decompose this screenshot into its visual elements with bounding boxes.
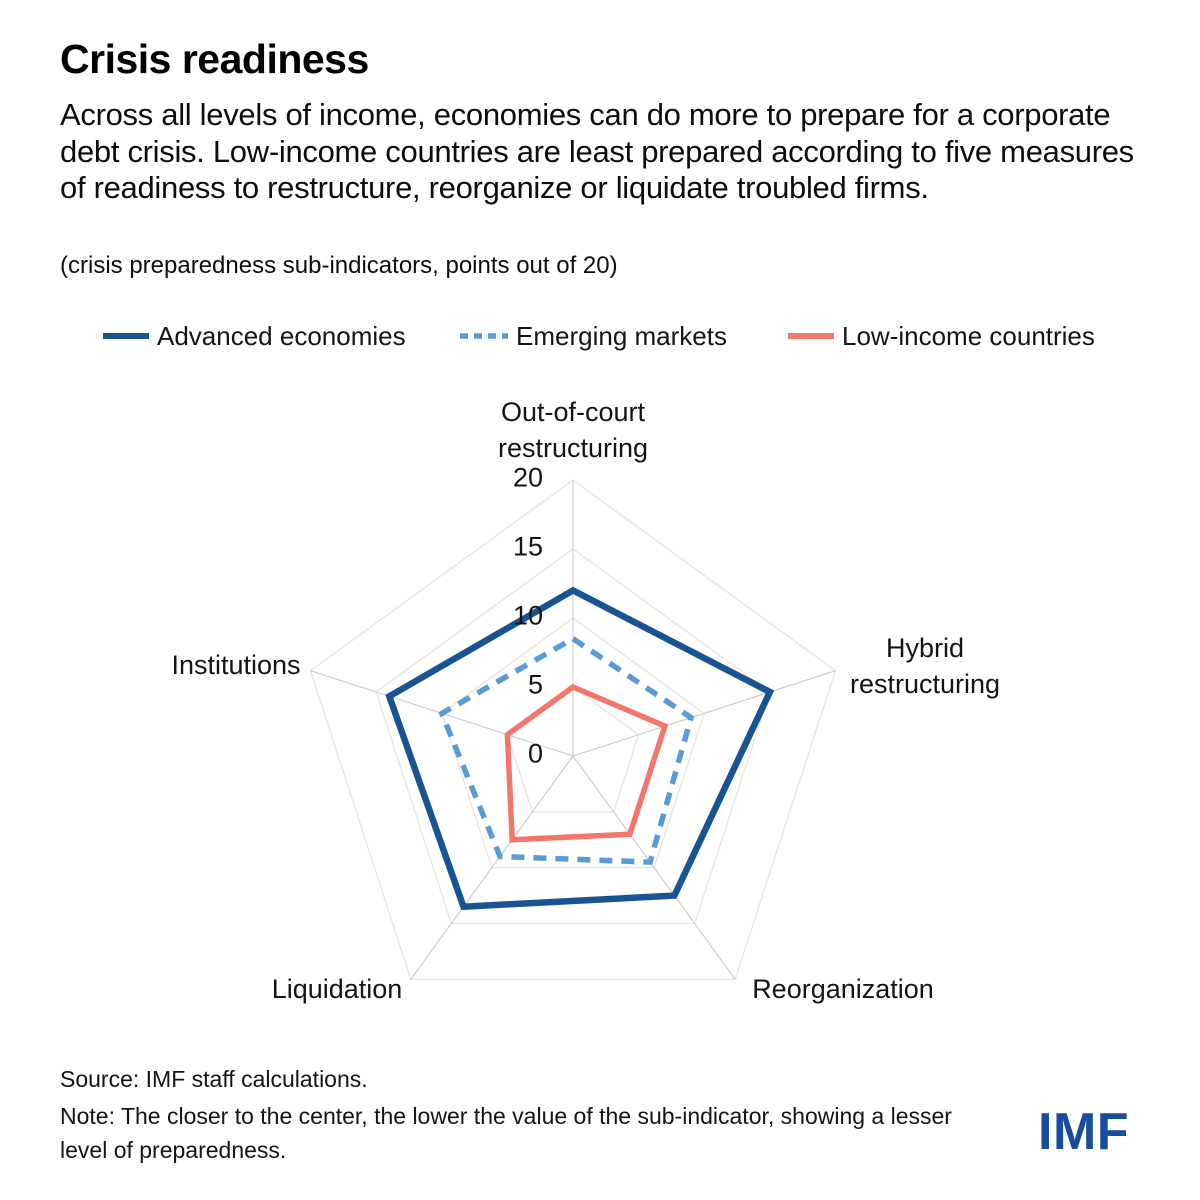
tick-label-5: 5 xyxy=(527,669,543,700)
legend-label: Emerging markets xyxy=(516,320,727,351)
legend-item-low-income-countries: Low-income countries xyxy=(788,318,1095,354)
grid-ring-15 xyxy=(375,548,771,925)
grid-ring-20 xyxy=(309,479,837,980)
legend-item-advanced-economies: Advanced economies xyxy=(103,318,406,354)
legend: Advanced economies Emerging markets Low-… xyxy=(0,318,1200,354)
axis-label-reorganization: Reorganization xyxy=(752,974,934,1005)
grid-spoke xyxy=(572,670,836,757)
series-polygon-low-income-countries xyxy=(504,683,669,843)
source-text: Source: IMF staff calculations. xyxy=(60,1066,368,1092)
grid-spoke xyxy=(572,755,736,980)
note-text: Note: The closer to the center, the lowe… xyxy=(60,1103,952,1163)
tick-label-10: 10 xyxy=(512,600,543,631)
axis-label-institutions: Institutions xyxy=(171,650,301,681)
grid-spokes xyxy=(310,480,836,980)
legend-line-dashed-lightblue-icon xyxy=(460,333,508,339)
chart-subtitle: Across all levels of income, economies c… xyxy=(60,97,1134,206)
grid-rings xyxy=(309,479,837,980)
series-polygon-emerging-markets xyxy=(438,635,695,865)
legend-label: Low-income countries xyxy=(842,320,1095,351)
series-polygon-advanced-economies xyxy=(385,586,775,911)
axis-label-liquidation: Liquidation xyxy=(271,974,403,1005)
grid-spoke xyxy=(410,755,574,980)
chart-units-caption: (crisis preparedness sub-indicators, poi… xyxy=(60,252,618,279)
tick-label-15: 15 xyxy=(512,531,543,562)
legend-line-solid-salmon-icon xyxy=(788,333,834,339)
series-polygons xyxy=(385,586,775,911)
chart-title: Crisis readiness xyxy=(60,36,369,82)
tick-label-0: 0 xyxy=(527,738,543,769)
imf-logo: IMF xyxy=(1038,1103,1130,1161)
legend-item-emerging-markets: Emerging markets xyxy=(460,318,727,354)
tick-label-20: 20 xyxy=(512,462,543,493)
legend-label: Advanced economies xyxy=(157,320,406,351)
legend-line-solid-blue-icon xyxy=(103,333,149,339)
grid-ring-10 xyxy=(441,617,705,869)
